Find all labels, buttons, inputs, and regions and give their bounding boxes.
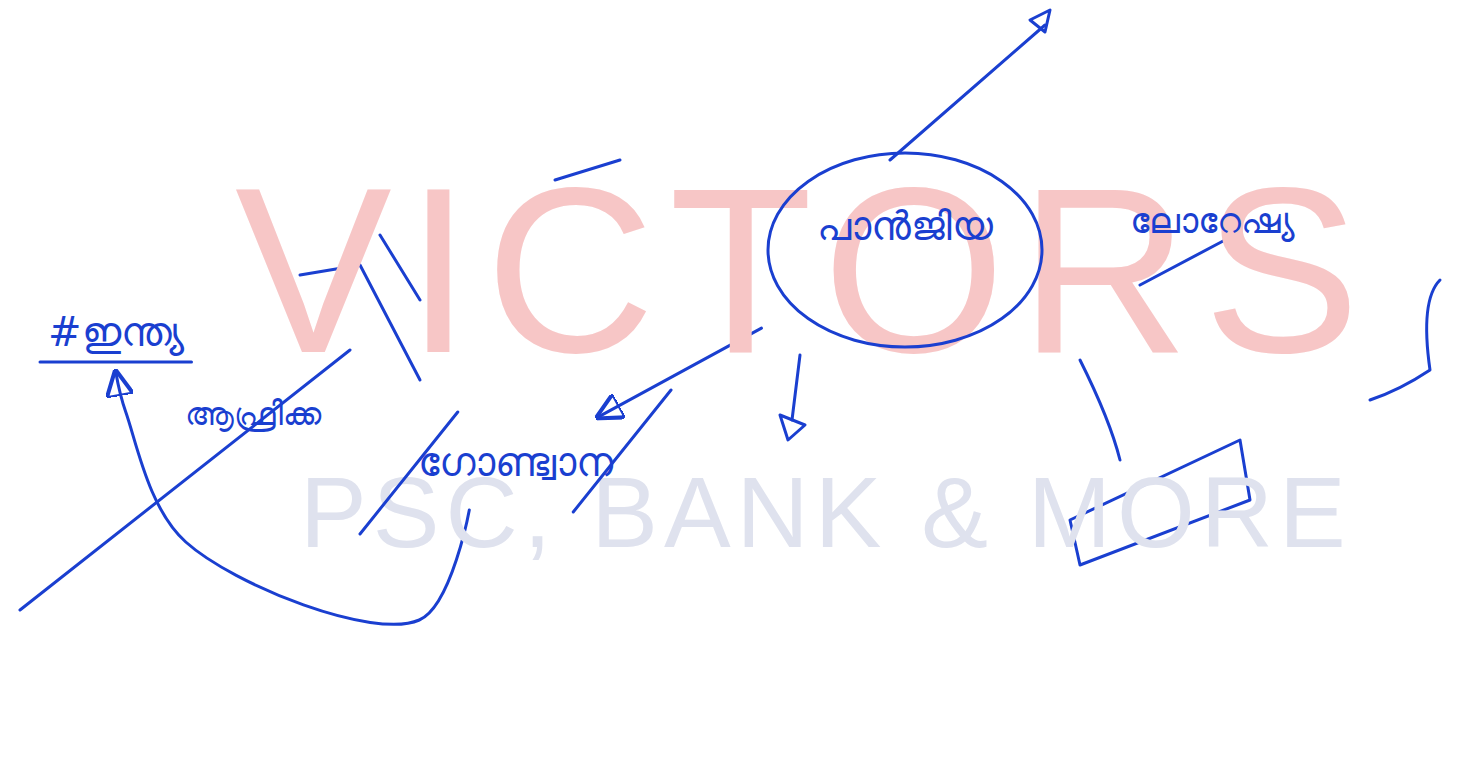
brace — [1370, 280, 1440, 400]
node-text: #ഇന്ത്യ — [48, 308, 184, 356]
handwritten-note: ലോറേഷ്യ — [1130, 200, 1295, 242]
handwritten-note: ആഫ്രിക്ക — [185, 395, 321, 433]
watermark: VICTORS — [235, 135, 1374, 406]
node-outline — [765, 150, 1045, 350]
arrow-head — [1030, 10, 1050, 32]
concept-note: #ഇന്ത്യ — [40, 300, 192, 364]
concept-circle: പാൻജിയ — [765, 150, 1045, 350]
arrow-head — [780, 415, 805, 440]
node-text: പാൻജിയ — [817, 202, 993, 250]
concept-band: ഗോണ്ട്വാന — [400, 420, 631, 504]
node-text: ഗോണ്ട്വാന — [418, 438, 613, 486]
